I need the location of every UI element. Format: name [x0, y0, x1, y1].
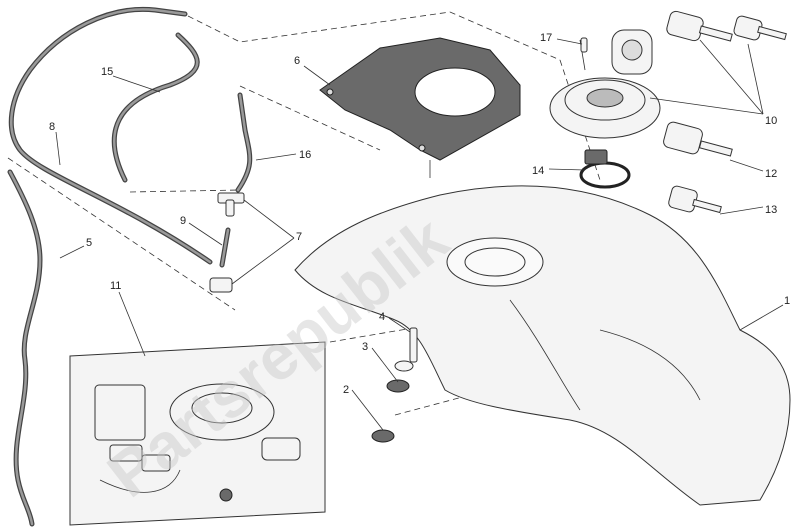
- callout-9: 9: [180, 215, 186, 227]
- callout-13: 13: [765, 204, 777, 216]
- key-13: [668, 185, 722, 214]
- drain-hose-5: [7, 169, 43, 527]
- grommet-3: [386, 360, 414, 393]
- gasket-14: [579, 149, 631, 189]
- callout-1: 1: [784, 295, 790, 307]
- callout-2: 2: [343, 384, 349, 396]
- screw-17: [580, 37, 588, 53]
- fuel-tank-1: [294, 185, 791, 506]
- callout-12: 12: [765, 168, 777, 180]
- fuel-breather-hose-8: [8, 6, 213, 265]
- fuel-breather-hose-15: [111, 32, 200, 183]
- callout-6: 6: [294, 55, 300, 67]
- callout-10: 10: [765, 115, 777, 127]
- fuel-filler-cap-10: [549, 29, 661, 139]
- ignition-keys: [663, 10, 787, 214]
- key-12: [663, 121, 733, 157]
- t-fitting-7: [209, 192, 245, 293]
- callout-17: 17: [540, 32, 552, 44]
- callout-5: 5: [86, 237, 92, 249]
- callout-numbers: 1 2 3 4 5 6 7 8 9 10 11 12 13 14 15 16 1…: [49, 32, 790, 396]
- callout-11: 11: [110, 280, 121, 292]
- key-10a: [666, 10, 733, 42]
- detail-inset-11: [69, 341, 326, 526]
- callout-16: 16: [299, 149, 311, 161]
- callout-7: 7: [296, 231, 302, 243]
- key-10b: [733, 15, 787, 41]
- callout-leader-lines: [55, 38, 784, 431]
- callout-15: 15: [101, 66, 113, 78]
- callout-3: 3: [362, 341, 368, 353]
- callout-8: 8: [49, 121, 55, 133]
- fuel-breather-hose-16: [235, 92, 253, 193]
- callout-4: 4: [379, 311, 385, 323]
- callout-14: 14: [532, 165, 544, 177]
- tank-cover-plate-6: [319, 37, 521, 178]
- pin-4: [409, 327, 418, 363]
- washer-2: [371, 429, 395, 443]
